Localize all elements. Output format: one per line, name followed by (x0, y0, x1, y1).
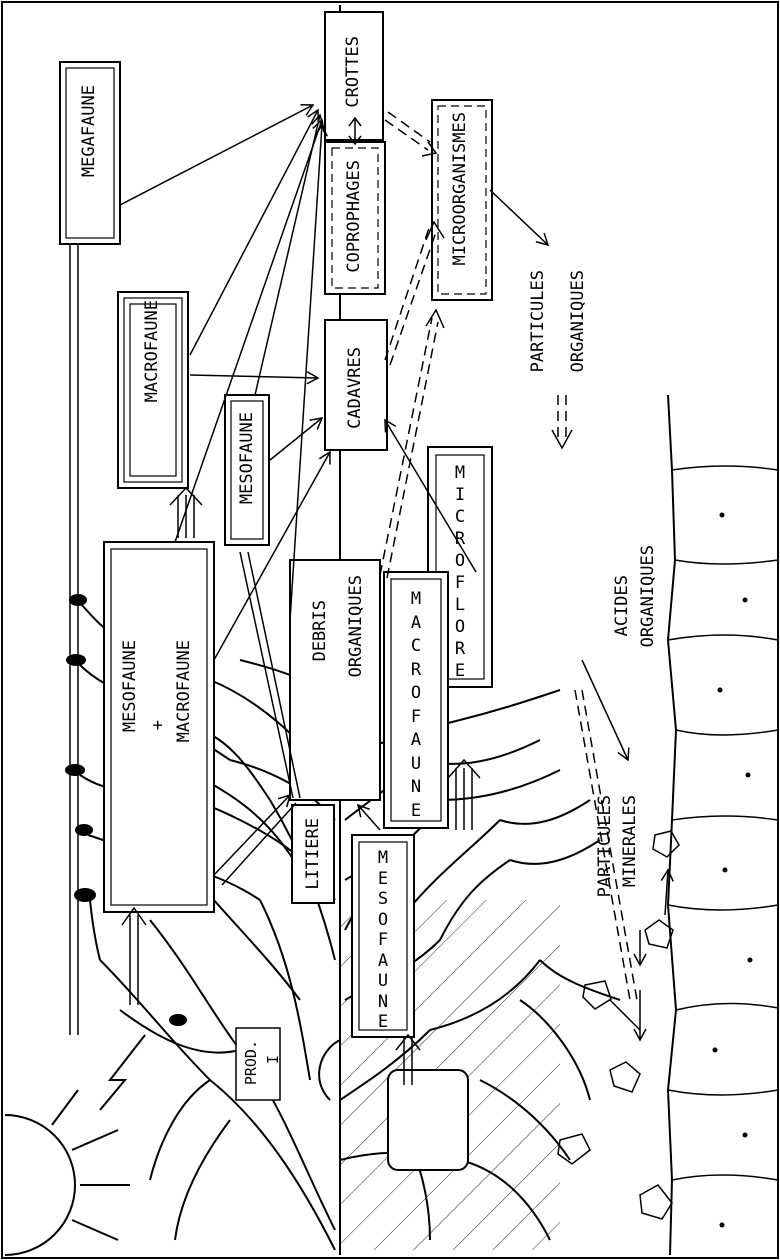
prod-line2: I (266, 1055, 281, 1064)
particules-minerales-line2: MINERALES (622, 795, 639, 887)
microflore-label: MICROFLORE (452, 462, 468, 682)
megafaune-label: MEGAFAUNE (81, 85, 98, 177)
prod-line1: PROD. (244, 1040, 259, 1085)
debris-line2: ORGANIQUES (348, 575, 365, 677)
macrofaune-column-label: MACROFAUNE (408, 588, 424, 823)
cadavres-label: CADAVRES (347, 347, 364, 429)
acides-organiques-line2: ORGANIQUES (640, 545, 657, 647)
crottes-label: CROTTES (345, 36, 362, 108)
microorganismes-label: MICROORGANISMES (452, 112, 469, 266)
mesofaune-label: MESOFAUNE (239, 412, 256, 504)
debris-line1: DEBRIS (312, 600, 329, 661)
litiere-label: LITIERE (305, 818, 322, 890)
particules-organiques-line2: ORGANIQUES (570, 270, 587, 372)
meso-macro-line2: MACROFAUNE (176, 640, 193, 742)
particules-minerales-line1: PARTICULES (597, 795, 614, 897)
meso-macro-plus: + (150, 720, 167, 730)
coprophages-label: COPROPHAGES (346, 160, 363, 273)
label-boxes (60, 12, 492, 1037)
macrofaune-label: MACROFAUNE (144, 300, 161, 402)
meso-macro-line1: MESOFAUNE (122, 640, 139, 732)
acides-organiques-line1: ACIDES (614, 575, 631, 636)
particules-organiques-line1: PARTICULES (530, 270, 547, 372)
sun-icon (5, 1035, 145, 1255)
mesofaune-column-label: MESOFAUNE (375, 848, 391, 1033)
